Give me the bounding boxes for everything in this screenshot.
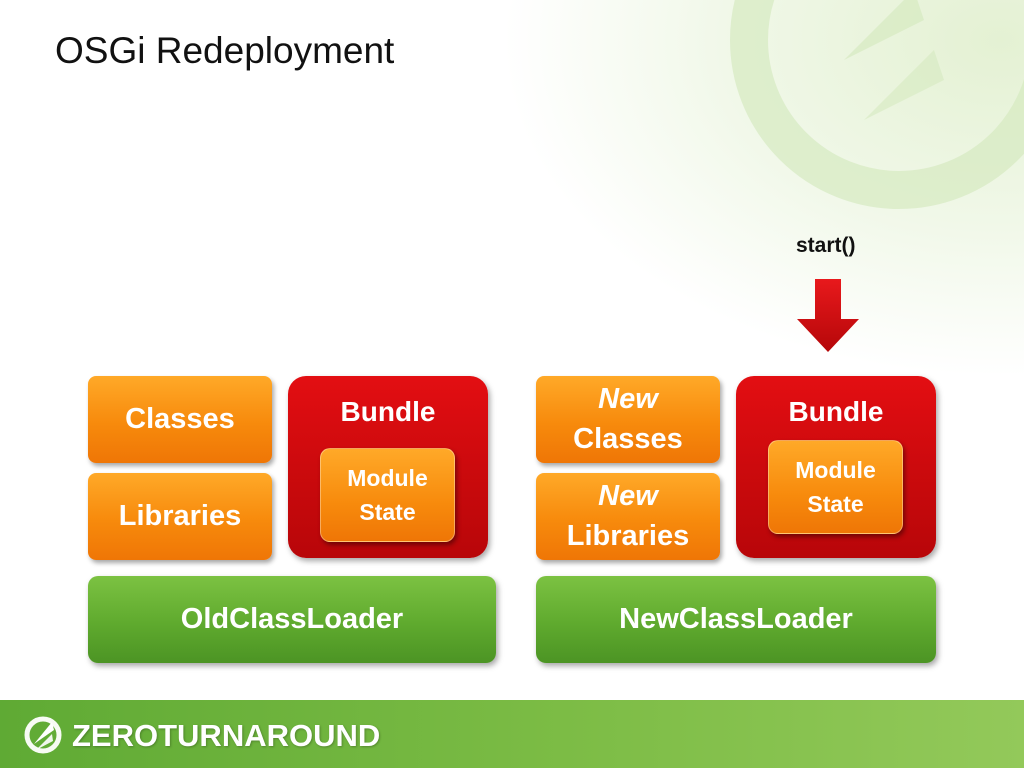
old-classloader-box: OldClassLoader: [88, 576, 496, 663]
footer-brand-text: ZEROTURNAROUND: [72, 718, 381, 753]
libraries-label: Libraries: [118, 499, 242, 532]
new-bundle-label: Bundle: [788, 396, 884, 427]
background-logo-watermark: [730, 0, 1024, 209]
old-classloader-label: OldClassLoader: [180, 603, 404, 635]
libraries-box: Libraries: [88, 473, 272, 560]
classes-box: Classes: [88, 376, 272, 463]
new-module-state-box: Module State: [768, 440, 903, 534]
classes-label: Classes: [125, 402, 235, 435]
new-classes-prefix: New: [598, 383, 658, 416]
new-module-label: Module: [795, 456, 876, 483]
new-classloader-box: NewClassLoader: [536, 576, 936, 663]
footer-bar: ZEROTURNAROUND: [0, 700, 1024, 768]
state-label: State: [359, 499, 416, 525]
zeroturnaround-logo-icon: [24, 716, 62, 754]
new-classes-box: New Classes: [536, 376, 720, 463]
slide-title: OSGi Redeployment: [55, 30, 395, 71]
bundle-box: Bundle Module State: [288, 376, 488, 558]
start-method-label: start(): [796, 234, 856, 257]
new-classloader-label: NewClassLoader: [619, 603, 853, 635]
module-state-box: Module State: [320, 448, 455, 542]
new-state-label: State: [807, 491, 864, 517]
new-libraries-prefix: New: [598, 480, 658, 513]
new-bundle-box: Bundle Module State: [736, 376, 936, 558]
bundle-label: Bundle: [340, 396, 436, 427]
new-classes-label: Classes: [573, 422, 683, 455]
down-arrow-icon: [797, 279, 859, 352]
new-libraries-box: New Libraries: [536, 473, 720, 560]
module-label: Module: [347, 464, 428, 491]
new-libraries-label: Libraries: [566, 519, 690, 552]
